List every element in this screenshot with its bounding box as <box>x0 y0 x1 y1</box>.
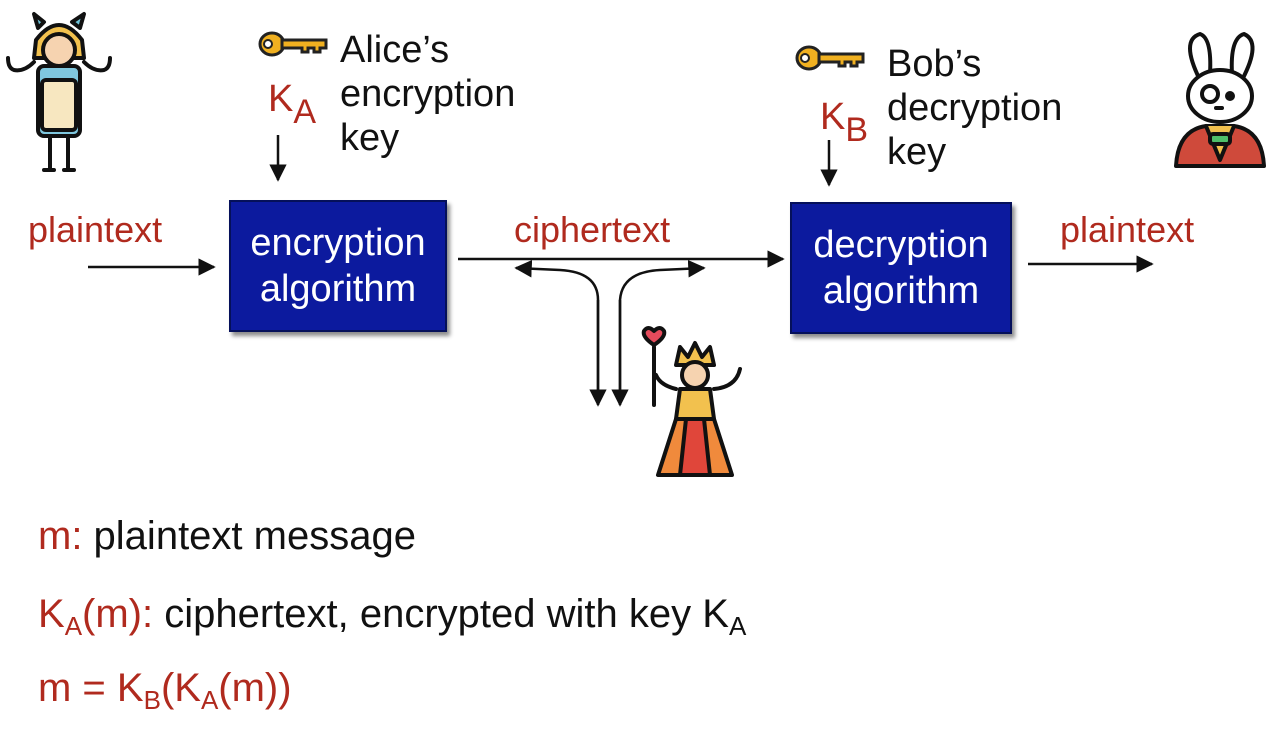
dec-box-line1: decryption <box>813 224 989 266</box>
legend-line-1: m: plaintext message <box>38 514 416 558</box>
bob-key-desc: Bob’s decryption key <box>887 43 1063 173</box>
decryption-algorithm-box: decryption algorithm <box>790 202 1012 334</box>
legend-line-3: m = KB(KA(m)) <box>38 666 292 715</box>
plaintext-in-label: plaintext <box>28 209 163 250</box>
alice-key-desc: Alice’s encryption key <box>340 29 516 159</box>
key-icon <box>795 45 865 71</box>
plaintext-out-label: plaintext <box>1060 209 1195 250</box>
alice-key-label: KA <box>268 78 317 131</box>
dec-box-line2: algorithm <box>822 270 980 312</box>
key-icon <box>258 31 328 57</box>
legend-line-2: KA(m): ciphertext, encrypted with key KA <box>38 592 747 641</box>
queen-icon <box>641 326 742 477</box>
bob-key-label: KB <box>820 96 869 149</box>
ciphertext-label: ciphertext <box>514 209 671 250</box>
rabbit-icon <box>1174 32 1266 168</box>
alice-icon <box>6 12 112 172</box>
eavesdrop-left-arrow <box>514 259 600 400</box>
encryption-algorithm-box: encryption algorithm <box>229 200 447 332</box>
enc-box-line1: encryption <box>250 222 426 264</box>
enc-box-line2: algorithm <box>259 268 417 310</box>
eavesdrop-right-arrow <box>618 259 706 400</box>
